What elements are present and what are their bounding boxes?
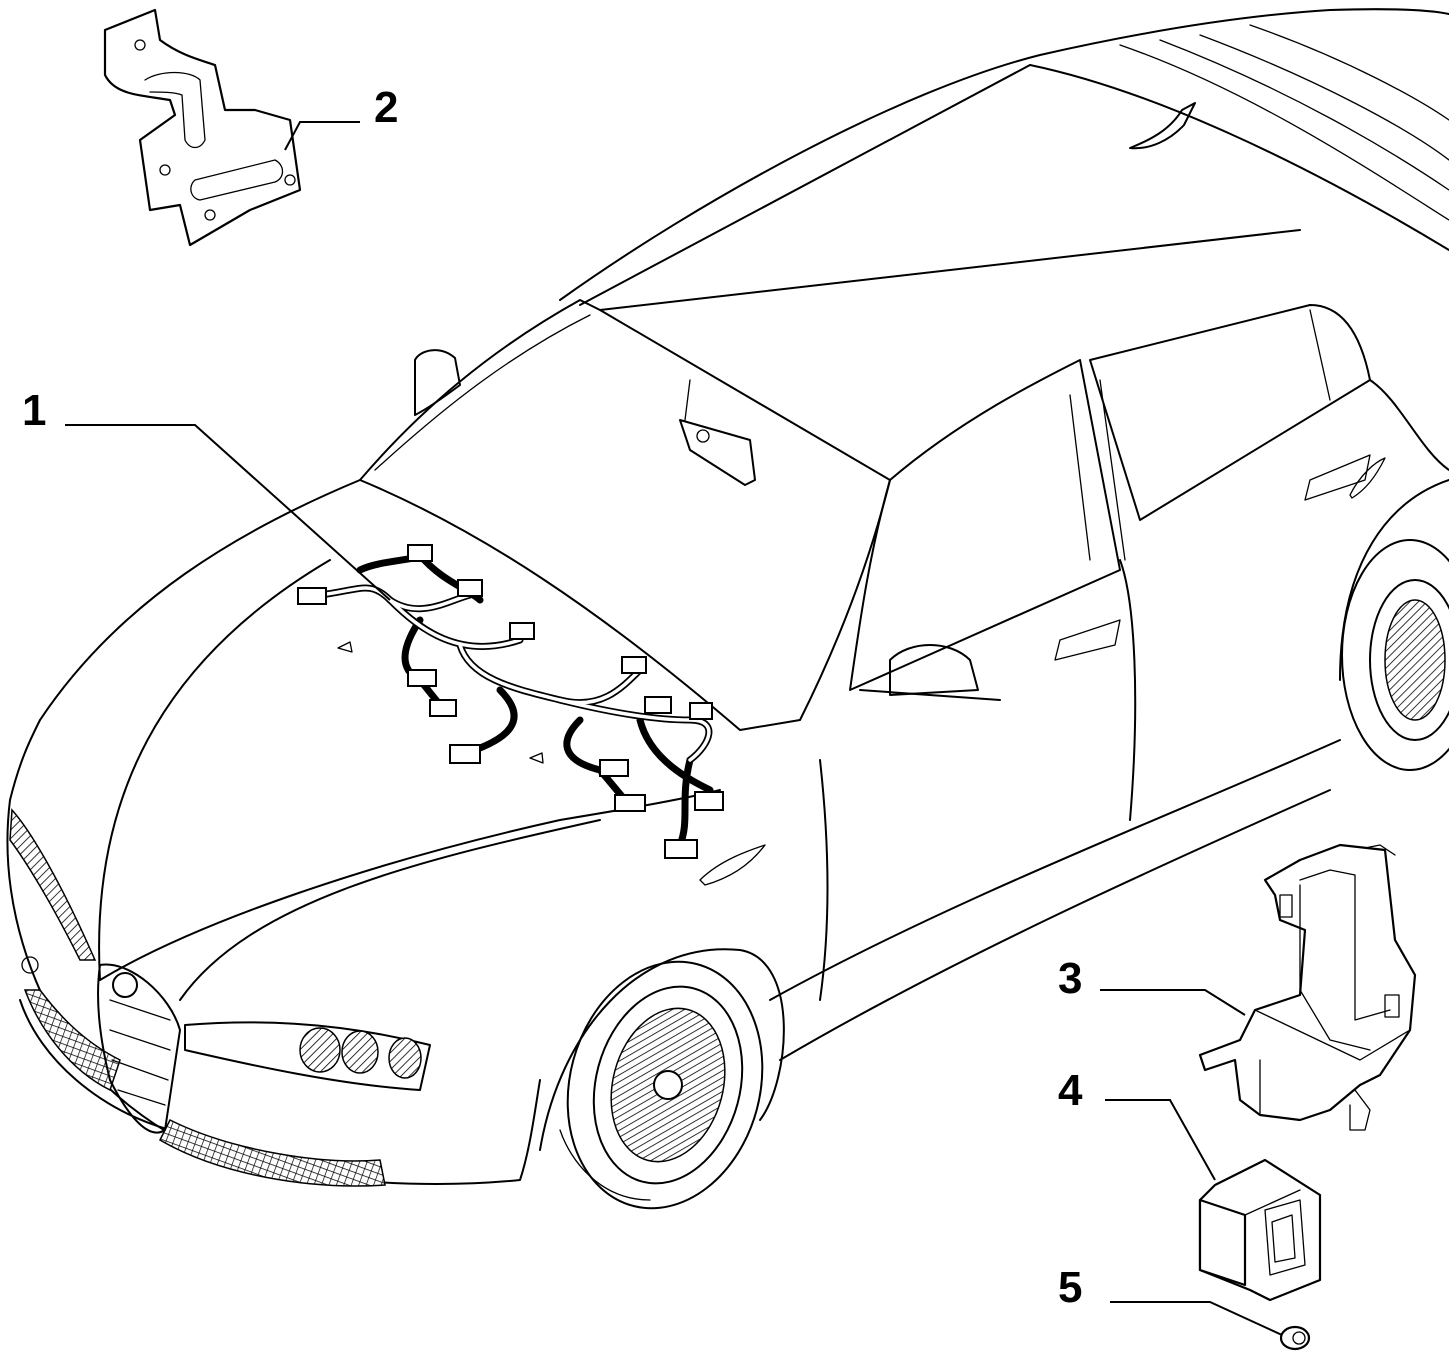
wiring-harness — [297, 544, 724, 859]
front-wheel — [539, 948, 785, 1210]
cover-part-3 — [1198, 843, 1417, 1131]
callout-4: 4 — [1058, 1066, 1083, 1115]
rear-wheel — [1339, 479, 1449, 771]
nut-part-5 — [1279, 1325, 1311, 1351]
bracket-part-2 — [103, 8, 302, 247]
car-illustration — [6, 8, 1449, 1210]
callout-3: 3 — [1058, 954, 1082, 1003]
callout-2: 2 — [374, 83, 398, 132]
callout-5: 5 — [1058, 1263, 1082, 1312]
holder-part-4 — [1198, 1158, 1322, 1302]
callout-1: 1 — [22, 386, 46, 435]
leader-lines — [65, 121, 1283, 1336]
